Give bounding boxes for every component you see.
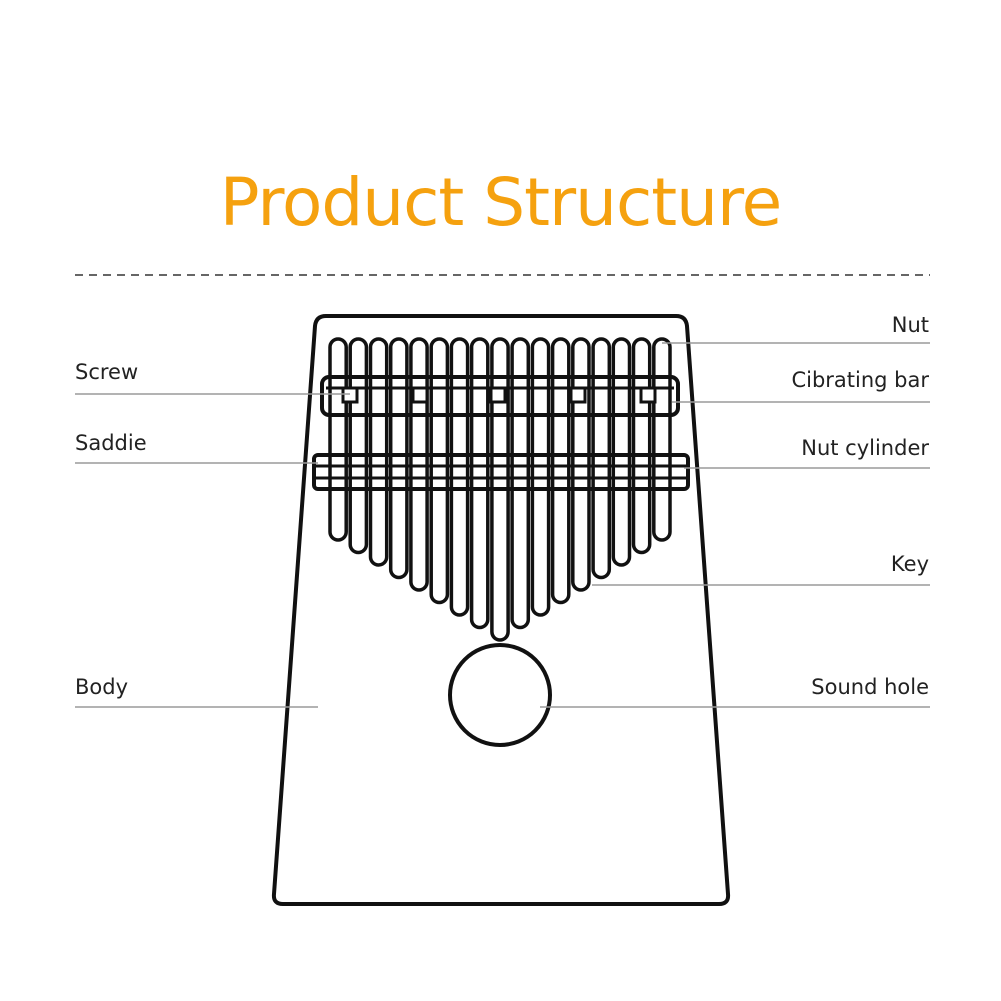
- screw: [341, 386, 359, 404]
- key-tine: [429, 337, 450, 605]
- screw: [411, 386, 429, 404]
- label-screw: Screw: [75, 360, 139, 384]
- screw: [639, 386, 657, 404]
- label-vibrating-bar: Cibrating bar: [791, 368, 929, 392]
- key-tine: [368, 337, 389, 567]
- saddle-bar: [312, 453, 690, 491]
- screw: [489, 386, 507, 404]
- keys-group: [328, 337, 672, 642]
- label-sound-hole: Sound hole: [811, 675, 929, 699]
- label-key: Key: [890, 552, 929, 576]
- label-body: Body: [75, 675, 129, 699]
- key-tine: [591, 337, 612, 580]
- key-tine: [510, 337, 531, 630]
- key-tine: [611, 337, 632, 567]
- page-title: Product Structure: [219, 164, 783, 241]
- screws-group: [341, 386, 657, 404]
- label-nut-cylinder: Nut cylinder: [801, 436, 929, 460]
- vibrating-bar: [320, 375, 680, 417]
- key-tine: [550, 337, 571, 605]
- screw: [569, 386, 587, 404]
- key-tine: [469, 337, 490, 630]
- sound-hole: [448, 643, 552, 747]
- label-saddle: Saddie: [75, 431, 147, 455]
- label-nut: Nut: [891, 313, 929, 337]
- key-tine: [328, 337, 348, 542]
- key-tine: [652, 337, 672, 542]
- key-tine: [388, 337, 409, 580]
- key-tine: [631, 337, 652, 555]
- key-tine: [348, 337, 369, 555]
